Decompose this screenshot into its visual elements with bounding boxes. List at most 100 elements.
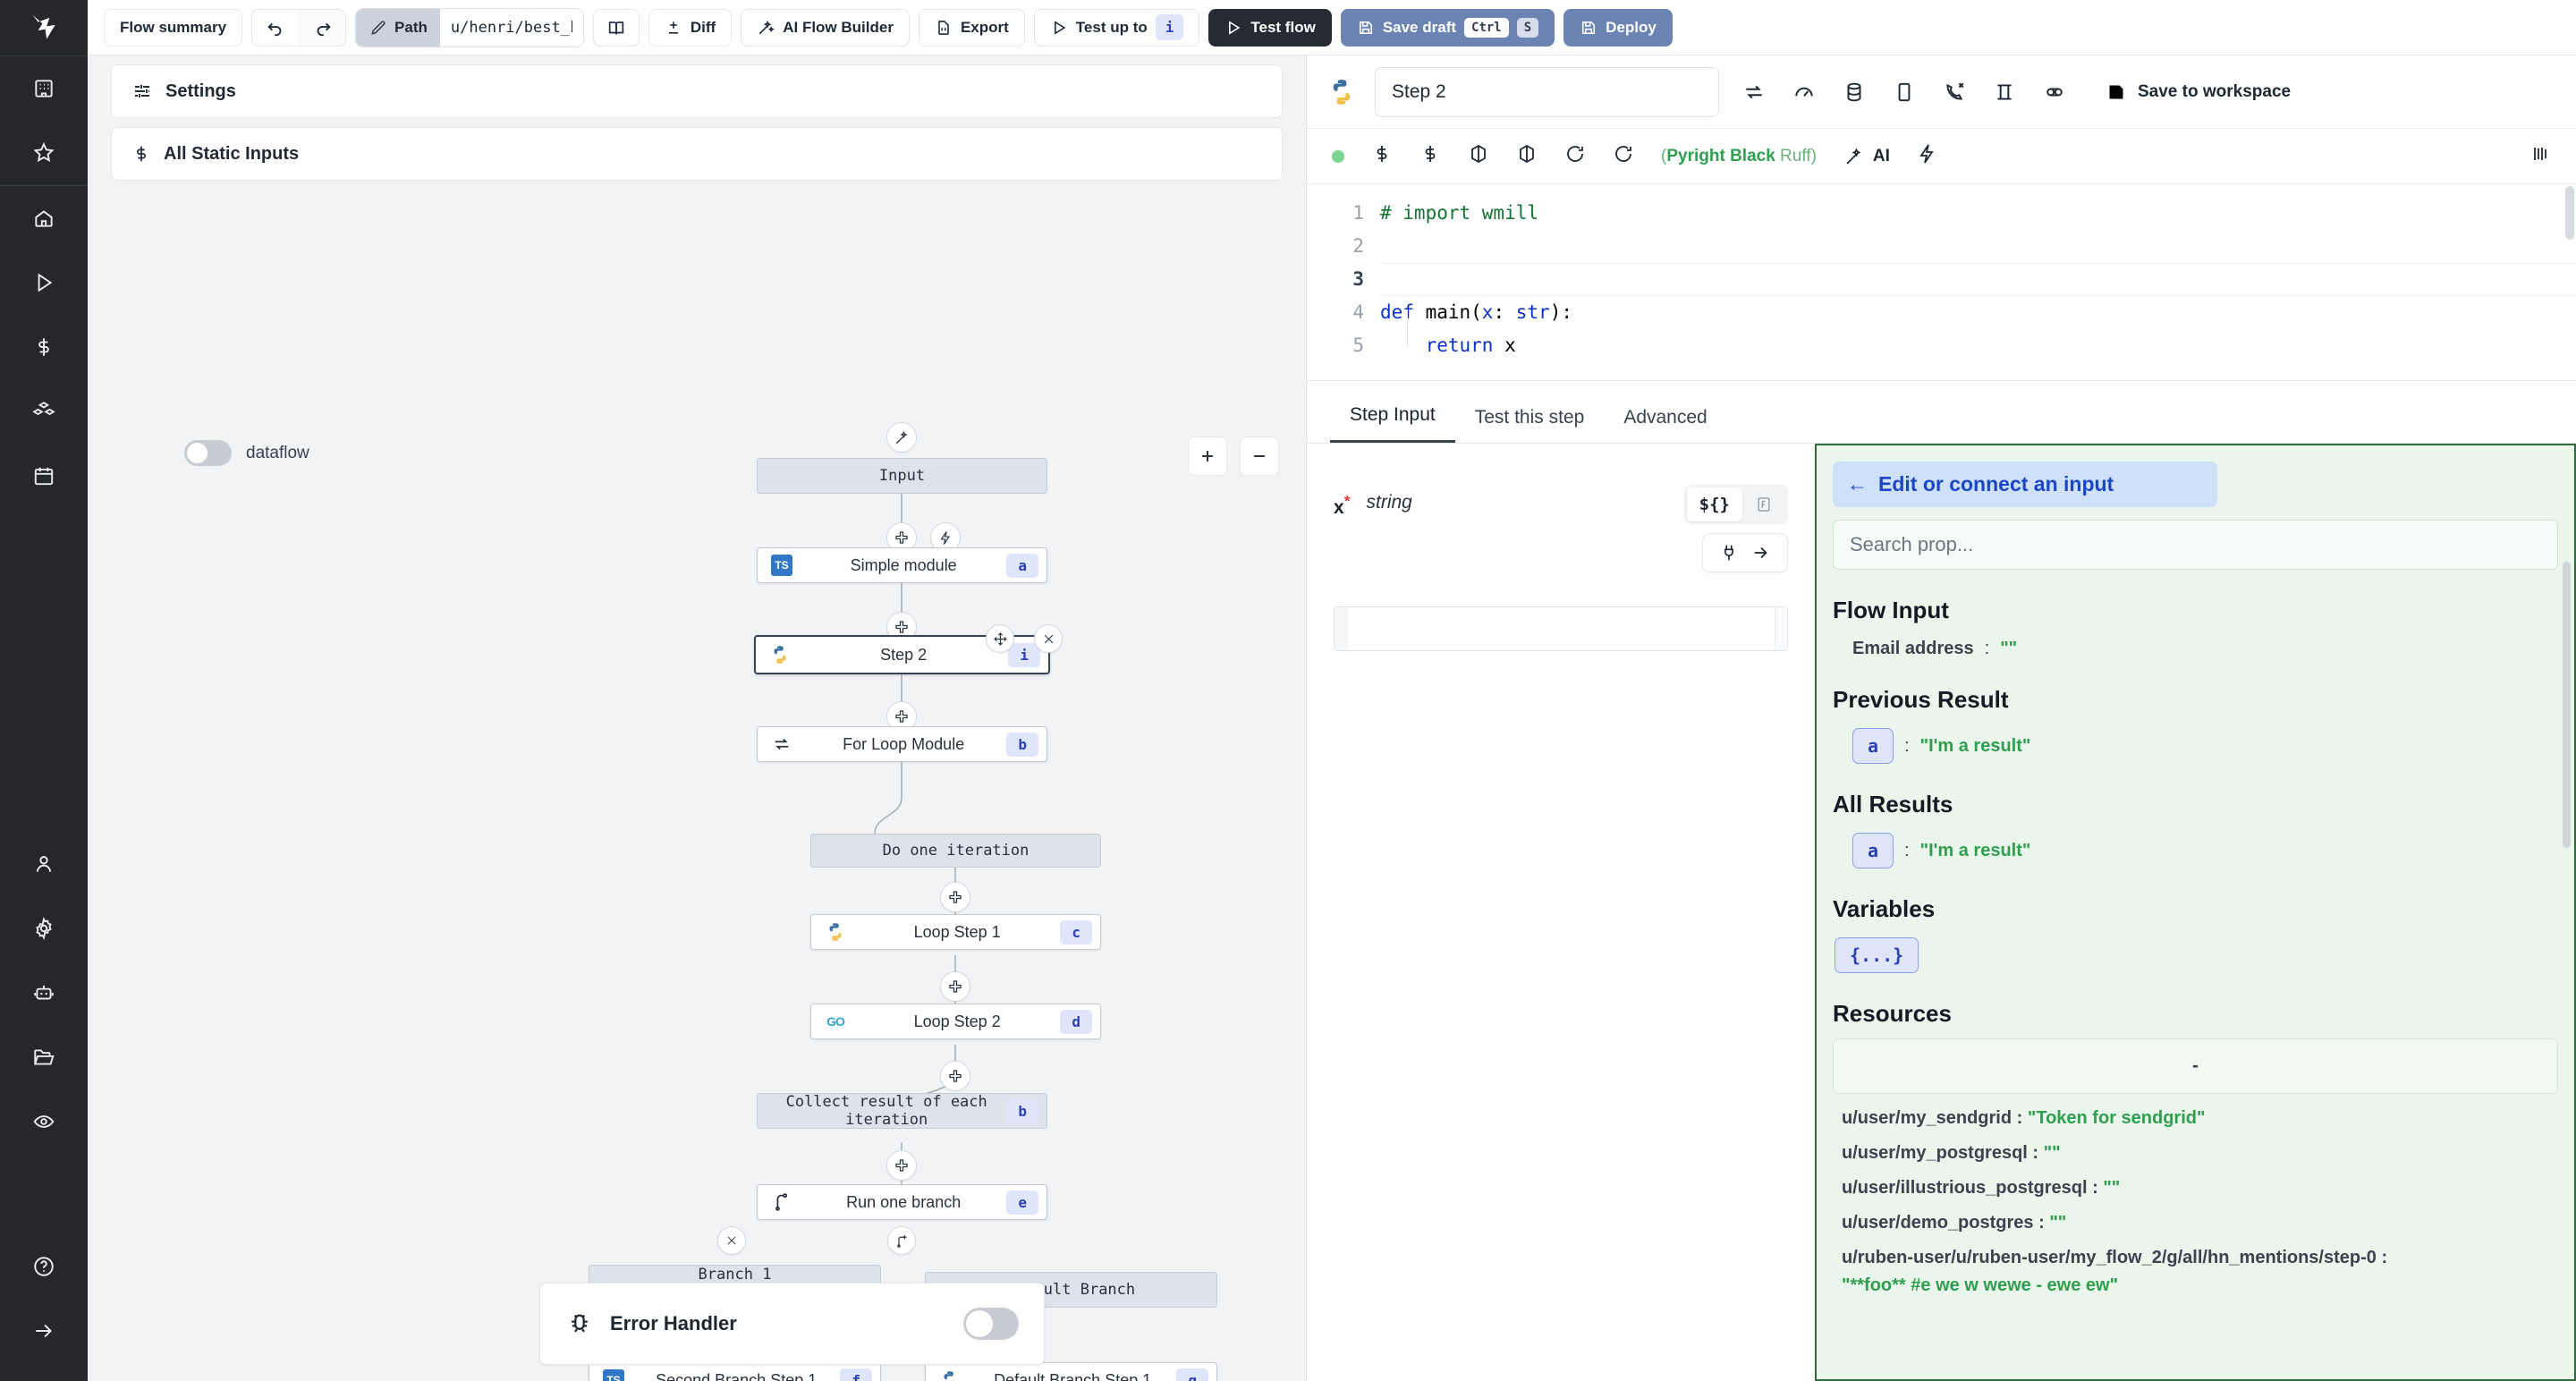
phone-icon[interactable]	[1943, 80, 1966, 104]
static-mode-button[interactable]: ${}	[1686, 487, 1742, 521]
add-step-button-7[interactable]	[886, 1150, 917, 1181]
static-inputs-accordion[interactable]: All Static Inputs	[111, 127, 1283, 181]
deploy-button[interactable]: Deploy	[1563, 8, 1673, 47]
logo-icon[interactable]	[0, 0, 88, 55]
eye-icon[interactable]	[0, 1089, 88, 1154]
user-icon[interactable]	[0, 832, 88, 896]
flow-node-collect-result[interactable]: Collect result of each iteration b	[757, 1093, 1047, 1129]
flow-node-default-branch-step-1[interactable]: Default Branch Step 1 g	[925, 1362, 1217, 1381]
play-icon[interactable]	[0, 250, 88, 315]
delete-node-button[interactable]	[1034, 624, 1063, 653]
argument-value-input[interactable]	[1347, 607, 1775, 650]
search-prop-field[interactable]	[1833, 520, 2558, 570]
flow-canvas[interactable]: dataflow	[88, 181, 1306, 1381]
result-chip[interactable]: a	[1852, 728, 1894, 764]
search-prop-input[interactable]	[1850, 533, 2541, 556]
flow-node-loop-step-1[interactable]: Loop Step 1 c	[810, 914, 1101, 950]
argument-value-editor[interactable]	[1334, 606, 1788, 651]
building-icon[interactable]	[0, 56, 88, 121]
save-to-workspace-button[interactable]: Save to workspace	[2106, 81, 2291, 103]
resource-row[interactable]: u/user/my_postgresql : ""	[1842, 1143, 2061, 1163]
flow-node-run-one-branch[interactable]: Run one branch e	[757, 1184, 1047, 1220]
refresh-icon-1[interactable]	[1564, 143, 1586, 169]
folder-icon[interactable]	[0, 1025, 88, 1089]
help-icon[interactable]	[0, 1234, 88, 1299]
linters-label[interactable]: (Pyright Black Ruff)	[1661, 146, 1817, 165]
connect-panel-scrollbar[interactable]	[2563, 562, 2571, 848]
home-icon[interactable]	[0, 186, 88, 250]
resource-row[interactable]: u/user/demo_postgres : ""	[1842, 1213, 2067, 1233]
variables-row[interactable]: {...}	[1833, 937, 2558, 973]
zoom-in-button[interactable]	[1188, 436, 1227, 476]
path-field[interactable]: Path	[355, 7, 584, 47]
flow-summary-button[interactable]: Flow summary	[104, 8, 243, 47]
undo-icon[interactable]	[252, 9, 300, 46]
panel-icon[interactable]	[2529, 143, 2551, 169]
connect-input-button[interactable]	[1702, 533, 1788, 572]
editor-scrollbar[interactable]	[2565, 186, 2574, 240]
path-input[interactable]	[439, 8, 583, 47]
calendar-icon[interactable]	[0, 444, 88, 508]
loop-icon[interactable]	[1742, 80, 1766, 104]
dollar-icon[interactable]	[0, 315, 88, 379]
ai-step-button[interactable]	[886, 422, 917, 453]
flow-node-loop-step-2[interactable]: GO Loop Step 2 d	[810, 1004, 1101, 1039]
diff-button[interactable]: Diff	[648, 8, 733, 47]
tab-advanced[interactable]: Advanced	[1623, 407, 1707, 428]
arrow-right-icon[interactable]	[0, 1299, 88, 1363]
step-name-input[interactable]	[1375, 66, 1719, 117]
bolt-icon[interactable]	[1917, 143, 1938, 169]
infinity-icon[interactable]	[2043, 80, 2066, 104]
flow-node-do-one-iteration[interactable]: Do one iteration	[810, 834, 1101, 868]
all-results-row[interactable]: a : "I'm a result"	[1833, 833, 2558, 868]
flow-node-second-branch-step-1[interactable]: TS Second Branch Step 1 f	[589, 1362, 881, 1381]
package-icon-1[interactable]	[1468, 143, 1489, 169]
robot-icon[interactable]	[0, 961, 88, 1025]
resource-row[interactable]: u/user/illustrious_postgresql : ""	[1842, 1178, 2121, 1198]
flow-node-for-loop-module[interactable]: For Loop Module b	[757, 726, 1047, 762]
zoom-out-button[interactable]	[1240, 436, 1279, 476]
column-icon[interactable]	[1993, 80, 2016, 104]
gear-icon[interactable]	[0, 896, 88, 961]
test-up-to-button[interactable]: Test up to i	[1033, 8, 1200, 47]
result-chip[interactable]: a	[1852, 833, 1894, 868]
ai-assist-button[interactable]: AI	[1843, 146, 1890, 167]
tab-test-this-step[interactable]: Test this step	[1474, 407, 1585, 428]
delete-branch-button[interactable]	[717, 1226, 746, 1255]
error-handler-panel[interactable]: Error Handler	[539, 1283, 1045, 1365]
save-draft-button[interactable]: Save draft Ctrl S	[1340, 8, 1555, 47]
refresh-icon-2[interactable]	[1613, 143, 1634, 169]
resource-row[interactable]: u/ruben-user/u/ruben-user/my_flow_2/g/al…	[1842, 1248, 2388, 1267]
blocks-icon[interactable]	[0, 379, 88, 444]
export-button[interactable]: Export	[918, 8, 1025, 47]
error-handler-toggle[interactable]	[963, 1308, 1019, 1340]
resource-row[interactable]: u/user/my_sendgrid : "Token for sendgrid…	[1842, 1108, 2206, 1128]
previous-result-row[interactable]: a : "I'm a result"	[1833, 728, 2558, 764]
dataflow-toggle[interactable]	[184, 440, 232, 466]
edit-or-connect-input-button[interactable]: ← Edit or connect an input	[1833, 462, 2217, 507]
add-branch-button[interactable]	[887, 1226, 916, 1255]
variables-chip[interactable]: {...}	[1835, 937, 1919, 973]
square-icon[interactable]	[1893, 80, 1916, 104]
move-node-handle[interactable]	[986, 624, 1014, 653]
tab-step-input[interactable]: Step Input	[1330, 404, 1455, 443]
book-icon[interactable]	[592, 8, 640, 47]
package-icon-2[interactable]	[1516, 143, 1538, 169]
star-icon[interactable]	[0, 121, 88, 185]
resources-selector[interactable]: -	[1833, 1038, 2558, 1094]
fx-icon[interactable]	[1742, 488, 1785, 521]
add-step-button-5[interactable]	[940, 971, 970, 1002]
redo-icon[interactable]	[299, 9, 346, 46]
dollar-icon-2[interactable]	[1419, 143, 1441, 169]
flow-input-row[interactable]: Email address : ""	[1833, 639, 2558, 659]
add-step-button-4[interactable]	[940, 882, 970, 912]
settings-accordion[interactable]: Settings	[111, 64, 1283, 118]
code-content[interactable]: # import wmill def main(x: str): return …	[1380, 184, 2576, 380]
database-icon[interactable]	[1843, 80, 1866, 104]
ai-flow-builder-button[interactable]: AI Flow Builder	[741, 8, 910, 47]
code-editor[interactable]: 1 2 3 4 5 # import wmill def main(x: str…	[1307, 184, 2576, 381]
test-flow-button[interactable]: Test flow	[1208, 8, 1332, 47]
dollar-icon-1[interactable]	[1371, 143, 1393, 169]
flow-node-input[interactable]: Input	[757, 458, 1047, 494]
add-step-button-6[interactable]	[940, 1061, 970, 1091]
